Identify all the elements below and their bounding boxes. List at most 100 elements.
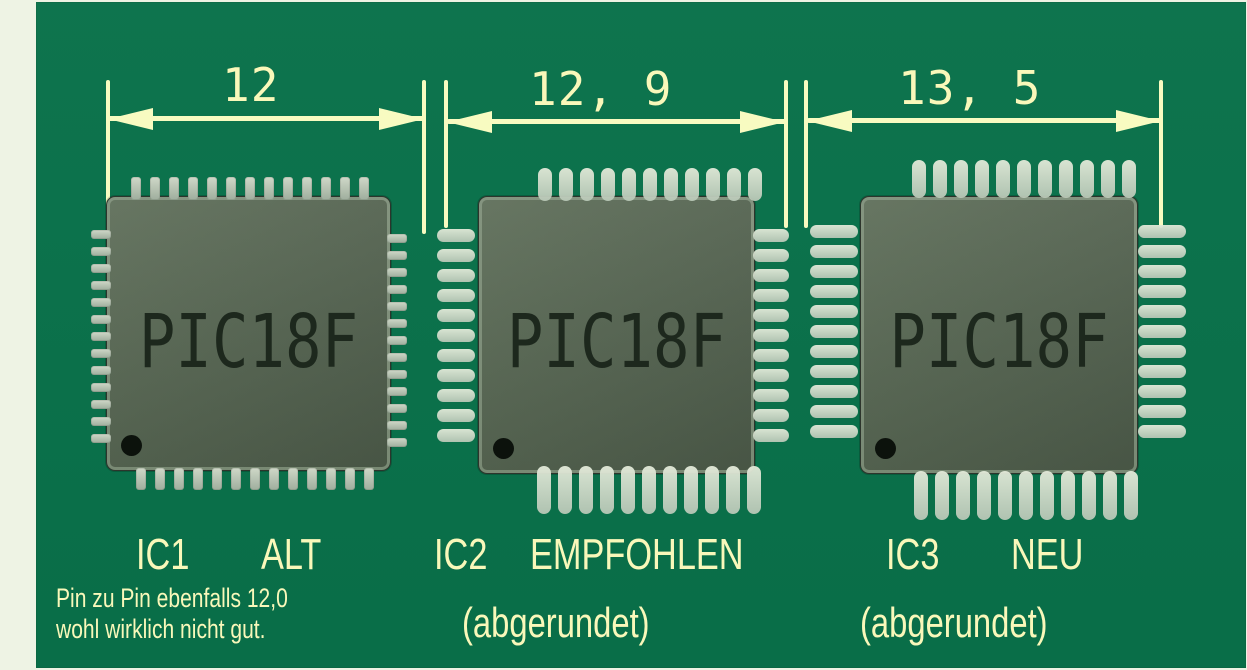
ic2-bottom-pin xyxy=(558,466,572,514)
ic3-left-pin xyxy=(810,405,858,418)
ic3-right-pin xyxy=(1138,325,1186,338)
ic1-left-pin xyxy=(91,349,111,358)
ic2-bottom-pin xyxy=(642,466,656,514)
ic3-top-pin xyxy=(1122,160,1136,198)
dimension-3-right-extension xyxy=(1159,80,1163,228)
ic1-right-pin xyxy=(387,268,407,277)
ic1-package: PIC18F xyxy=(106,196,391,471)
ic1-status: ALT xyxy=(261,530,322,579)
ic2-right-pin xyxy=(753,389,789,402)
ic1-top-pin xyxy=(359,177,369,200)
ic2-right-pin xyxy=(753,329,789,342)
ic3-right-pin xyxy=(1138,385,1186,398)
ic2-right-pin xyxy=(753,429,789,442)
dimension-2-right-arrow xyxy=(740,111,785,133)
ic2-right-pin xyxy=(753,369,789,382)
dimension-1-left-arrow xyxy=(108,108,153,130)
ic3-designator: IC3 xyxy=(886,530,940,579)
ic3-top-pin xyxy=(1038,160,1052,198)
ic2-bottom-pin xyxy=(705,466,719,514)
ic3-bottom-pin xyxy=(1124,471,1138,520)
ic1-bottom-pin xyxy=(326,468,336,490)
ic3-left-pin xyxy=(810,365,858,378)
dimension-1-left-extension xyxy=(106,80,110,232)
ic3-top-pin xyxy=(933,160,947,198)
ic1-right-pin xyxy=(387,421,407,430)
ic3-top-pin xyxy=(1017,160,1031,198)
ic3-package: PIC18F xyxy=(860,196,1138,474)
ic2-bottom-pin xyxy=(579,466,593,514)
dimension-2-left-extension xyxy=(444,80,448,228)
ic3-right-pin xyxy=(1138,425,1186,438)
ic2-right-pin xyxy=(753,309,789,322)
ic3-left-pin xyxy=(810,345,858,358)
ic1-bottom-pin xyxy=(136,468,146,490)
ic1-top-pin xyxy=(188,177,198,200)
ic3-right-pin xyxy=(1138,345,1186,358)
dimension-3-left-arrow xyxy=(807,110,852,132)
ic2-bottom-pin xyxy=(537,466,551,514)
ic1-right-pin xyxy=(387,370,407,379)
ic2-bottom-pin xyxy=(600,466,614,514)
ic3-left-pin xyxy=(810,425,858,438)
ic1-left-pin xyxy=(91,383,111,392)
ic3-top-pin xyxy=(996,160,1010,198)
ic1-bottom-pin xyxy=(288,468,298,490)
ic1-top-pin xyxy=(340,177,350,200)
ic1-left-pin xyxy=(91,281,111,290)
dimension-2-left-arrow xyxy=(447,111,492,133)
ic2-pin-one-indicator xyxy=(493,438,514,459)
ic1-right-pin xyxy=(387,438,407,447)
ic3-left-pin xyxy=(810,325,858,338)
ic2-right-pin xyxy=(753,349,789,362)
ic1-right-pin xyxy=(387,251,407,260)
ic2-left-pin xyxy=(437,229,475,242)
ic2-top-pin xyxy=(580,168,594,201)
ic2-status: EMPFOHLEN xyxy=(530,530,744,579)
ic1-left-pin xyxy=(91,247,111,256)
ic2-bottom-pin xyxy=(621,466,635,514)
ic3-right-pin xyxy=(1138,365,1186,378)
ic1-marking: PIC18F xyxy=(138,299,359,385)
ic1-footprint: PIC18F xyxy=(91,174,446,504)
ic3-left-pin xyxy=(810,285,858,298)
dimension-2-right-extension xyxy=(784,80,788,228)
ic3-top-pin xyxy=(1080,160,1094,198)
ic3-right-pin xyxy=(1138,225,1186,238)
ic1-top-pin xyxy=(150,177,160,200)
ic2-left-pin xyxy=(437,249,475,262)
ic3-bottom-pin xyxy=(1103,471,1117,520)
ic2-top-pin xyxy=(559,168,573,201)
ic2-top-pin xyxy=(685,168,699,201)
ic1-bottom-pin xyxy=(345,468,355,490)
ic3-left-pin xyxy=(810,305,858,318)
ic3-pin-one-indicator xyxy=(875,438,896,459)
ic2-right-pin xyxy=(753,229,789,242)
ic1-right-pin xyxy=(387,319,407,328)
ic2-designator: IC2 xyxy=(434,530,488,579)
ic3-status: NEU xyxy=(1011,530,1084,579)
dimension-1-line xyxy=(108,116,424,121)
ic2-right-pin xyxy=(753,249,789,262)
ic2-top-pin xyxy=(664,168,678,201)
ic1-right-pin xyxy=(387,353,407,362)
ic1-right-pin xyxy=(387,285,407,294)
ic1-top-pin xyxy=(245,177,255,200)
ic2-left-pin xyxy=(437,429,475,442)
ic2-right-pin xyxy=(753,409,789,422)
ic3-bottom-pin xyxy=(935,471,949,520)
ic1-right-pin xyxy=(387,234,407,243)
ic1-left-pin xyxy=(91,417,111,426)
dimension-3-value: 13, 5 xyxy=(898,61,1042,115)
ic3-bottom-pin xyxy=(977,471,991,520)
ic2-left-pin xyxy=(437,349,475,362)
ic2-bottom-pin xyxy=(684,466,698,514)
ic1-left-pin xyxy=(91,332,111,341)
ic2-left-pin xyxy=(437,409,475,422)
ic1-right-pin xyxy=(387,387,407,396)
ic1-left-pin xyxy=(91,400,111,409)
ic2-package: PIC18F xyxy=(478,196,755,474)
ic1-note-line-1: Pin zu Pin ebenfalls 12,0 xyxy=(56,583,288,613)
ic2-left-pin xyxy=(437,269,475,282)
ic1-top-pin xyxy=(207,177,217,200)
